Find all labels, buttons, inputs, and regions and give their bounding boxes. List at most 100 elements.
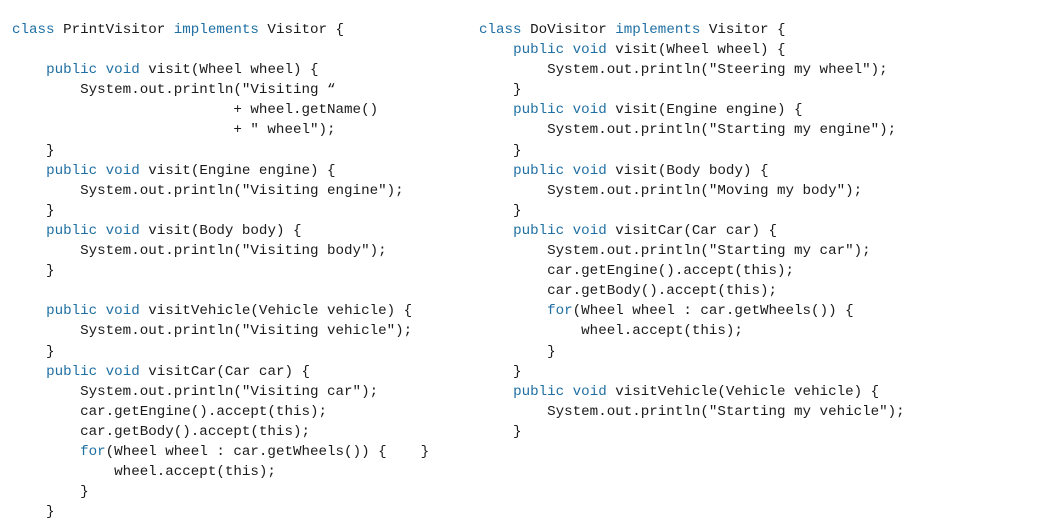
do-visitor-code: class DoVisitor implements Visitor { pub… [479, 20, 905, 442]
code-text [97, 303, 106, 319]
code-text: System.out.println("Visiting car"); [12, 383, 379, 400]
code-keyword: public [46, 303, 98, 320]
code-keyword: void [105, 62, 140, 79]
code-text [12, 62, 46, 78]
code-text: System.out.println("Moving my body"); [479, 182, 863, 199]
code-line: System.out.println("Moving my body"); [479, 181, 905, 201]
code-text [12, 444, 80, 460]
code-line: } [479, 141, 905, 161]
code-line: car.getBody().accept(this); [479, 281, 905, 301]
code-text [479, 223, 513, 239]
code-text: } [479, 423, 522, 440]
code-line: public void visitVehicle(Vehicle vehicle… [12, 301, 429, 321]
code-text: + " wheel"); [12, 122, 336, 139]
code-text: car.getBody().accept(this); [12, 423, 310, 440]
code-line [12, 40, 429, 60]
code-text: } [12, 343, 55, 360]
code-line: } [12, 342, 429, 362]
code-line: System.out.println("Starting my car"); [479, 241, 905, 261]
code-line: System.out.println("Visiting body"); [12, 241, 429, 261]
code-text [479, 42, 513, 58]
code-keyword: for [547, 303, 573, 320]
code-line: public void visit(Wheel wheel) { [12, 60, 429, 80]
code-keyword: void [105, 162, 140, 179]
code-text [564, 102, 573, 118]
code-keyword: class [12, 22, 55, 38]
code-text [479, 163, 513, 179]
code-text: (Wheel wheel : car.getWheels()) { [572, 303, 854, 320]
code-text: System.out.println("Visiting “ [12, 82, 336, 99]
code-keyword: void [572, 383, 607, 400]
code-text [479, 384, 513, 400]
code-text: } [479, 142, 522, 159]
code-line: car.getBody().accept(this); [12, 422, 429, 442]
code-text: } [479, 363, 522, 380]
code-keyword: public [46, 62, 98, 79]
code-keyword: void [572, 102, 607, 119]
code-line: + " wheel"); [12, 120, 429, 140]
code-keyword: public [46, 363, 98, 380]
code-text [12, 223, 46, 239]
code-text [97, 62, 106, 78]
code-line: } [12, 201, 429, 221]
code-keyword: public [513, 162, 565, 179]
code-line: System.out.println("Steering my wheel"); [479, 60, 905, 80]
code-text: PrintVisitor [54, 22, 174, 38]
code-keyword: public [513, 102, 565, 119]
code-line: class PrintVisitor implements Visitor { [12, 20, 429, 40]
code-keyword: public [46, 162, 98, 179]
code-text: DoVisitor [521, 22, 616, 38]
code-line: } [479, 80, 905, 100]
code-text: System.out.println("Steering my wheel"); [479, 62, 888, 79]
code-line: public void visit(Body body) { [12, 221, 429, 241]
code-line: System.out.println("Visiting engine"); [12, 181, 429, 201]
code-keyword: void [105, 303, 140, 320]
code-line: System.out.println("Visiting “ [12, 80, 429, 100]
code-keyword: public [513, 222, 565, 239]
code-keyword: void [572, 162, 607, 179]
code-line: } [12, 482, 429, 502]
code-keyword: for [80, 443, 106, 460]
code-text: car.getBody().accept(this); [479, 283, 777, 300]
code-keyword: public [513, 42, 565, 59]
code-text [564, 42, 573, 58]
code-line: System.out.println("Starting my vehicle"… [479, 402, 905, 422]
code-text [12, 364, 46, 380]
code-text [97, 223, 106, 239]
code-text: car.getEngine().accept(this); [479, 263, 795, 280]
code-text: System.out.println("Visiting engine"); [12, 182, 404, 199]
code-line: } [12, 261, 429, 281]
code-text: (Wheel wheel : car.getWheels()) { } [105, 443, 430, 460]
code-line: public void visit(Engine engine) { [479, 100, 905, 120]
code-text [12, 303, 46, 319]
code-keyword: class [479, 22, 522, 38]
code-line [12, 281, 429, 301]
code-line: } [479, 342, 905, 362]
code-text [97, 364, 106, 380]
code-text [564, 163, 573, 179]
code-text: visitVehicle(Vehicle vehicle) { [139, 303, 413, 320]
code-line: for(Wheel wheel : car.getWheels()) { [479, 301, 905, 321]
code-keyword: implements [173, 22, 259, 38]
code-line: System.out.println("Visiting vehicle"); [12, 321, 429, 341]
code-line: wheel.accept(this); [12, 462, 429, 482]
code-line: car.getEngine().accept(this); [479, 261, 905, 281]
code-keyword: void [572, 222, 607, 239]
code-text: visitCar(Car car) { [139, 363, 311, 380]
code-text: System.out.println("Starting my vehicle"… [479, 403, 905, 420]
code-line: } [479, 362, 905, 382]
code-line: } [12, 502, 429, 522]
code-text: System.out.println("Visiting vehicle"); [12, 323, 413, 340]
code-text: Visitor { [258, 22, 345, 38]
code-text: } [12, 142, 55, 159]
code-line: + wheel.getName() [12, 100, 429, 120]
code-line: wheel.accept(this); [479, 321, 905, 341]
code-text [479, 102, 513, 118]
code-text: } [479, 202, 522, 219]
code-line: public void visitCar(Car car) { [479, 221, 905, 241]
code-keyword: public [46, 222, 98, 239]
code-text: } [479, 82, 522, 99]
code-text: visit(Wheel wheel) { [139, 62, 319, 79]
code-line: public void visitVehicle(Vehicle vehicle… [479, 382, 905, 402]
code-text: visit(Wheel wheel) { [606, 42, 786, 59]
